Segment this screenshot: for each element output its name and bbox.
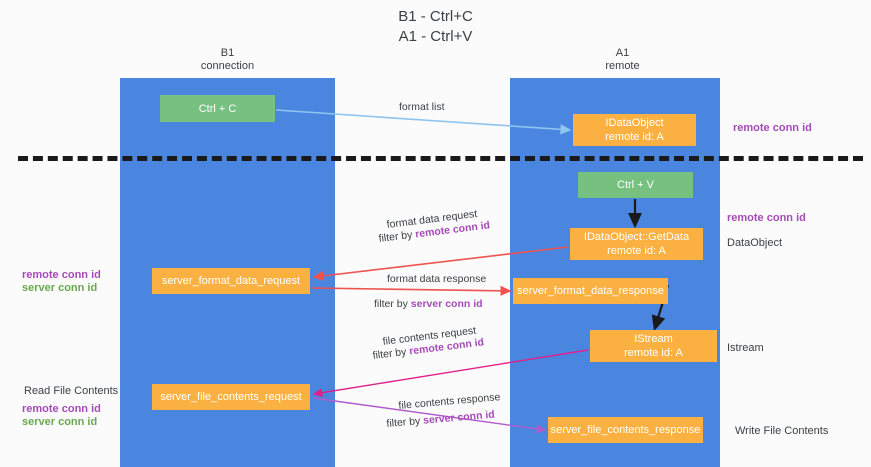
edge-label-format-data-response: format data response [387,273,487,285]
annotation-left-server-conn-id-mid: server conn id [22,282,98,294]
annotation-remote-conn-id-mid: remote conn id [727,212,806,224]
filter-prefix: filter by [372,345,410,362]
node-server-format-data-response[interactable]: server_format_data_response [513,278,668,304]
title-line-2: A1 - Ctrl+V [398,28,473,45]
swimlane-b1-role: connection [200,60,255,72]
filter-prefix: filter by [374,298,411,310]
node-ctrl-v-label: Ctrl + V [617,179,654,191]
node-server-file-contents-response-label: server_file_contents_response [550,424,701,436]
node-server-format-data-request[interactable]: server_format_data_request [152,268,310,294]
annotation-left-remote-conn-id-bottom: remote conn id [22,403,101,415]
swimlane-a1-role: remote [605,60,640,72]
node-server-file-contents-request[interactable]: server_file_contents_request [152,384,310,410]
swimlane-b1-name: B1 [220,47,235,59]
edge-label-format-data-response-filter: filter by server conn id [374,298,483,311]
filter-prefix: filter by [378,228,416,245]
filter-key-server-conn-id: server conn id [422,408,496,427]
node-idataobject[interactable]: IDataObject remote id: A [573,114,696,146]
swimlane-header-a1: A1 remote [545,47,700,73]
node-ctrl-v[interactable]: Ctrl + V [578,172,693,198]
node-server-format-data-request-label: server_format_data_request [161,275,301,287]
annotation-read-file-contents: Read File Contents [24,385,119,397]
node-idataobject-remote-id: remote id: A [605,131,664,143]
phase-divider [18,156,863,161]
annotation-istream: Istream [727,342,764,354]
node-ctrl-c-label: Ctrl + C [198,102,237,115]
node-istream-label: IStream [634,333,673,345]
node-idataobject-getdata[interactable]: IDataObject::GetData remote id: A [570,228,703,260]
annotation-remote-conn-id-top: remote conn id [733,122,812,134]
node-server-file-contents-response[interactable]: server_file_contents_response [548,417,703,443]
node-getdata-label: IDataObject::GetData [583,231,690,243]
connector-format-data-response [311,285,512,296]
title-line-1: B1 - Ctrl+C [398,8,473,25]
node-ctrl-c[interactable]: Ctrl + C [160,95,275,122]
annotation-write-file-contents: Write File Contents [735,425,829,437]
page-title: B1 - Ctrl+C A1 - Ctrl+V [0,7,871,47]
node-server-format-data-response-label: server_format_data_response [517,285,664,297]
filter-prefix: filter by [386,414,424,430]
swimlane-a1-name: A1 [615,47,630,59]
annotation-left-remote-conn-id-mid: remote conn id [22,269,101,281]
annotation-left-server-conn-id-bottom: server conn id [22,416,98,428]
node-getdata-remote-id: remote id: A [607,245,666,257]
node-istream-remote-id: remote id: A [624,347,683,359]
node-server-file-contents-request-label: server_file_contents_request [160,391,302,403]
edge-label-format-list: format list [399,101,445,113]
swimlane-header-b1: B1 connection [150,47,305,73]
annotation-dataobject: DataObject [727,237,783,249]
filter-key-server-conn-id: server conn id [410,298,483,310]
node-istream[interactable]: IStream remote id: A [590,330,717,362]
node-idataobject-label: IDataObject [605,117,664,129]
